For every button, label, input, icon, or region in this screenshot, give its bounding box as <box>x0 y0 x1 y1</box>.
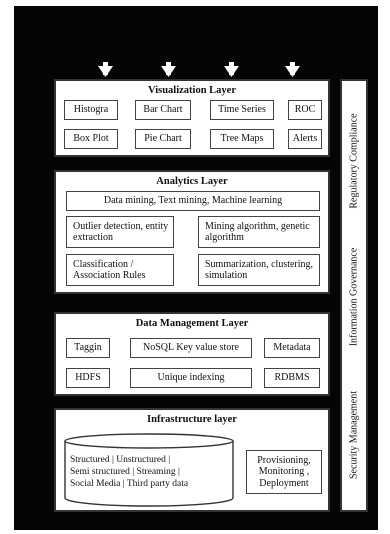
unique-indexing-cell: Unique indexing <box>130 368 252 388</box>
cylinder-line-1: Structured | Unstructured | <box>70 455 171 465</box>
arrow-head-4 <box>285 66 300 77</box>
roc-cell: ROC <box>288 100 322 120</box>
rdbms-cell: RDBMS <box>264 368 320 388</box>
classification-cell: Classification / Association Rules <box>66 254 174 286</box>
box-plot-cell: Box Plot <box>64 129 118 149</box>
tagging-cell: Taggin <box>66 338 110 358</box>
mining-algorithm-cell: Mining algorithm, genetic algorithm <box>198 216 320 248</box>
bar-chart-cell: Bar Chart <box>135 100 191 120</box>
governance-sidebar: Regulatory Compliance Information Govern… <box>340 79 368 512</box>
cylinder-line-3: Social Media | Third party data <box>70 479 189 489</box>
histogram-cell: Histogra <box>64 100 118 120</box>
information-governance-label: Information Governance <box>348 247 360 347</box>
security-management-label: Security Management <box>348 390 360 480</box>
summarization-cell: Summarization, clustering, simulation <box>198 254 320 286</box>
visualization-layer-title: Visualization Layer <box>148 85 236 96</box>
visualization-layer: Visualization Layer Histogra Bar Chart T… <box>54 79 330 157</box>
hdfs-cell: HDFS <box>66 368 110 388</box>
regulatory-compliance-label: Regulatory Compliance <box>348 113 360 209</box>
arrow-head-2 <box>161 66 176 77</box>
infrastructure-layer-title: Infrastructure layer <box>147 414 237 425</box>
pie-chart-cell: Pie Chart <box>135 129 191 149</box>
arrow-head-1 <box>98 66 113 77</box>
tree-maps-cell: Tree Maps <box>210 129 274 149</box>
nosql-cell: NoSQL Key value store <box>130 338 252 358</box>
metadata-cell: Metadata <box>264 338 320 358</box>
provisioning-cell: Provisioning, Monitoring , Deployment <box>246 450 322 494</box>
outlier-detection-cell: Outlier detection, entity extraction <box>66 216 174 248</box>
arrow-head-3 <box>224 66 239 77</box>
analytics-layer-title: Analytics Layer <box>156 176 228 187</box>
infrastructure-layer: Infrastructure layer Structured | Unstru… <box>54 408 330 512</box>
alerts-cell: Alerts <box>288 129 322 149</box>
data-management-layer: Data Management Layer Taggin NoSQL Key v… <box>54 312 330 396</box>
data-sources-cylinder <box>64 433 234 507</box>
cylinder-line-2: Semi structured | Streaming | <box>70 467 180 477</box>
data-mining-cell: Data mining, Text mining, Machine learni… <box>66 191 320 211</box>
data-management-layer-title: Data Management Layer <box>135 318 249 329</box>
analytics-layer: Analytics Layer Data mining, Text mining… <box>54 170 330 294</box>
time-series-cell: Time Series <box>210 100 274 120</box>
